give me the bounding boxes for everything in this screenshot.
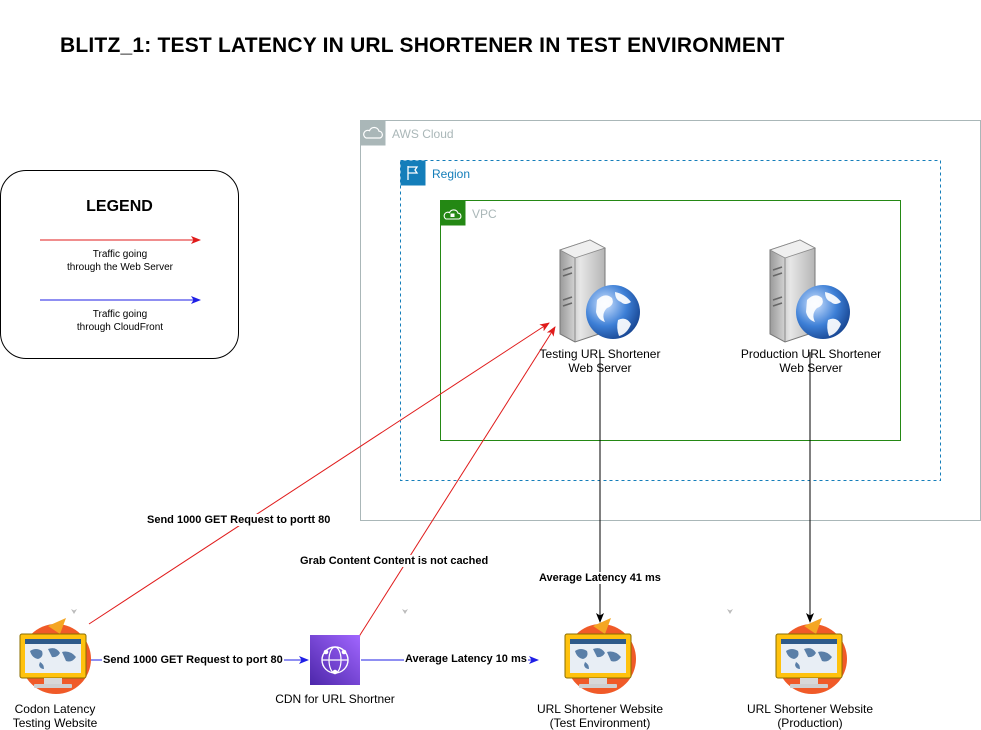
test-website-label: URL Shortener Website (Test Environment) [536, 702, 664, 730]
web-server-globe-icon [768, 239, 850, 343]
vpc-lock-icon [440, 200, 466, 226]
cloud-icon [360, 120, 386, 146]
cloudfront-icon [310, 635, 360, 685]
legend-cloudfront-text: Traffic going through CloudFront [76, 309, 164, 333]
edge-label-send-cdn: Send 1000 GET Request to port 80 [102, 654, 284, 666]
vpc-container [440, 200, 901, 441]
chevron-down-icon [71, 609, 733, 614]
monitor-map-icon [564, 618, 636, 694]
legend-heading: LEGEND [86, 198, 153, 215]
vpc-label: VPC [472, 207, 497, 221]
testing-server-label: Testing URL Shortener Web Server [539, 347, 661, 375]
codon-website-label: Codon Latency Testing Website [12, 702, 98, 730]
legend-web-server-text: Traffic going through the Web Server [67, 249, 173, 273]
legend-box [0, 170, 239, 359]
web-server-globe-icon [558, 239, 640, 343]
edge-label-avg-latency-10: Average Latency 10 ms [404, 653, 528, 665]
cdn-label: CDN for URL Shortner [275, 692, 395, 706]
edge-cdn-to-testing-server [351, 326, 556, 645]
region-container [400, 160, 941, 481]
region-label: Region [432, 167, 471, 181]
page-title: BLITZ_1: TEST LATENCY IN URL SHORTENER I… [60, 34, 785, 57]
prod-website-label: URL Shortener Website (Production) [746, 702, 874, 730]
monitor-map-icon [775, 618, 847, 694]
edge-label-avg-latency-41: Average Latency 41 ms [538, 572, 662, 584]
edge-label-send-web: Send 1000 GET Request to portt 80 [146, 514, 332, 526]
edge-codon-to-testing-server [88, 322, 550, 625]
monitor-map-icon [19, 618, 91, 694]
aws-cloud-container [360, 120, 981, 521]
aws-cloud-label: AWS Cloud [392, 127, 454, 141]
flag-icon [400, 160, 426, 186]
production-server-label: Production URL Shortener Web Server [740, 347, 882, 375]
edge-label-grab-content: Grab Content Content is not cached [299, 555, 490, 567]
